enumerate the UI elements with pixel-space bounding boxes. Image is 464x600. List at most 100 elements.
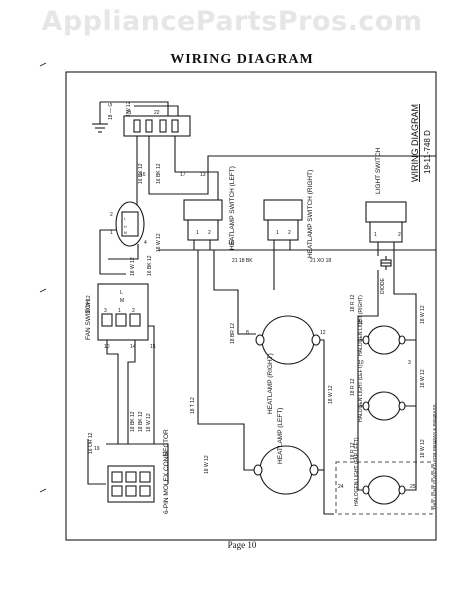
- wire-label: 18 W 12: [420, 439, 426, 458]
- diode: [380, 256, 392, 270]
- central-connector: L H M: [115, 201, 145, 247]
- terminal-number: 22: [154, 110, 160, 116]
- halogen-light-right: [362, 325, 406, 355]
- wire-label: 16 BK 12: [156, 163, 162, 184]
- terminal-number: 3: [408, 360, 411, 366]
- heatlamp-switch-left: [183, 199, 223, 250]
- terminal-number: 2: [398, 232, 401, 238]
- halogen-far-left-label: HALOGEN LIGHT (FAR LEFT): [354, 437, 360, 506]
- punch-mark: [39, 488, 47, 493]
- ground-symbol: [92, 102, 108, 133]
- wire-label: 16 BK 12: [147, 255, 153, 276]
- wire: [99, 229, 126, 275]
- light-switch: [365, 201, 407, 256]
- terminal-number: 13: [200, 172, 206, 178]
- wire-label: 18 W 12: [126, 101, 132, 120]
- terminal-number: 11: [358, 320, 363, 326]
- optional-light-box: [335, 461, 433, 515]
- terminal-number: 21: [126, 110, 132, 116]
- terminal-number: 17: [180, 172, 186, 178]
- wire: [108, 244, 139, 260]
- terminal-number: 1: [110, 230, 113, 236]
- wire: [148, 325, 155, 444]
- heatlamp-switch-right: [263, 199, 303, 250]
- wire-label: 18 W 12: [146, 413, 152, 432]
- stamp-code: 19-11-748 D: [423, 130, 432, 174]
- heatlamp-switch-right-label: HEATLAMP SWITCH (RIGHT): [307, 170, 314, 258]
- terminal-block: [123, 115, 191, 137]
- molex-connector: [107, 465, 155, 503]
- fan-switch: [97, 283, 149, 341]
- terminal-number: 3: [104, 308, 107, 314]
- terminal-number: L: [120, 290, 123, 296]
- terminal-number: 1: [374, 232, 377, 238]
- punch-mark: [39, 288, 47, 293]
- terminal-number: 14: [130, 344, 136, 350]
- wire-label: 16 OR 12: [88, 432, 94, 454]
- terminal-number: 10: [358, 360, 364, 366]
- manual-page: WIRING DIAGRAM 18 — G 18 W 12 21 22: [38, 44, 446, 564]
- halogen-light-far-left: [362, 475, 406, 505]
- wire-label: 18 W 12: [420, 369, 426, 388]
- wire: [134, 105, 179, 116]
- wire-label: 18 W 12: [156, 233, 162, 252]
- wire: [320, 339, 334, 515]
- wire: [393, 256, 417, 341]
- light-switch-label: LIGHT SWITCH: [375, 147, 382, 194]
- wire: [106, 340, 119, 444]
- wire-label: 21 XO 18: [310, 258, 331, 264]
- heatlamp-left-label: HEATLAMP (LEFT): [277, 408, 284, 464]
- terminal-number: 1: [118, 308, 121, 314]
- halogen-left-label: HALOGEN LIGHT (LEFT): [358, 364, 364, 422]
- wire-label: 18 BK 12: [130, 411, 136, 432]
- terminal-number: 25: [410, 484, 416, 490]
- wire-label: 18 W 12: [204, 455, 210, 474]
- halogen-light-left: [362, 391, 406, 421]
- page-number: Page 10: [227, 540, 257, 550]
- watermark-text: AppliancePartsPros.com: [41, 6, 423, 37]
- wire: [87, 439, 106, 485]
- wire: [357, 270, 379, 341]
- heatlamp-right-label: HEATLAMP (RIGHT): [267, 353, 274, 414]
- terminal-number: 24: [338, 484, 344, 490]
- terminal-number: 16: [140, 172, 146, 178]
- terminal-number: 2: [288, 230, 291, 236]
- connector-pin: L: [124, 217, 126, 221]
- wire: [357, 406, 363, 491]
- ground-wire: [100, 101, 169, 116]
- terminal-number: 19: [94, 446, 100, 452]
- heatlamp-left: [253, 445, 319, 495]
- terminal-number: 2: [208, 230, 211, 236]
- connector-pin: H: [124, 225, 127, 229]
- terminal-number: 4: [144, 240, 147, 246]
- wire: [405, 406, 417, 491]
- wire: [148, 136, 436, 195]
- terminal-number: 2: [110, 212, 113, 218]
- terminal-number: 2: [132, 308, 135, 314]
- connector-pin: M: [124, 231, 127, 235]
- wire: [197, 250, 254, 471]
- punch-mark: [39, 62, 47, 67]
- diagram-title: WIRING DIAGRAM: [170, 52, 314, 67]
- wire: [405, 340, 417, 407]
- heatlamp-switch-left-label: HEATLAMP SWITCH (LEFT): [229, 166, 236, 250]
- wiring-diagram: 18 — G 18 W 12 21 22 16 BK 12 16 BK 12 1…: [39, 62, 437, 541]
- wire-label: 18 W 12: [130, 257, 136, 276]
- wire: [106, 443, 169, 484]
- stamp: WIRING DIAGRAM 19-11-748 D: [410, 104, 432, 182]
- terminal-number: 12: [320, 330, 326, 336]
- diode-label: DIODE: [380, 278, 386, 295]
- stamp-title: WIRING DIAGRAM: [410, 104, 420, 182]
- terminal-number: M: [120, 298, 124, 304]
- wire-label: 18 T 12: [190, 397, 196, 414]
- wire-label: 18 BK 12: [138, 411, 144, 432]
- wire-label: 18 BR 12: [230, 323, 236, 344]
- terminal-number: 1: [276, 230, 279, 236]
- wire-label: 18 R 12: [350, 442, 356, 460]
- wire-label: 18 W 12: [328, 385, 334, 404]
- wire-label: 18 W 12: [420, 305, 426, 324]
- wire-label: 21 18 BK: [232, 258, 253, 264]
- terminal-number: 18: [228, 240, 234, 246]
- note-text: THIS LIGHT IS ADDED FOR P6048AS & P6048A…: [432, 405, 437, 510]
- halogen-right-label: HALOGEN LIGHT (RIGHT): [358, 295, 364, 356]
